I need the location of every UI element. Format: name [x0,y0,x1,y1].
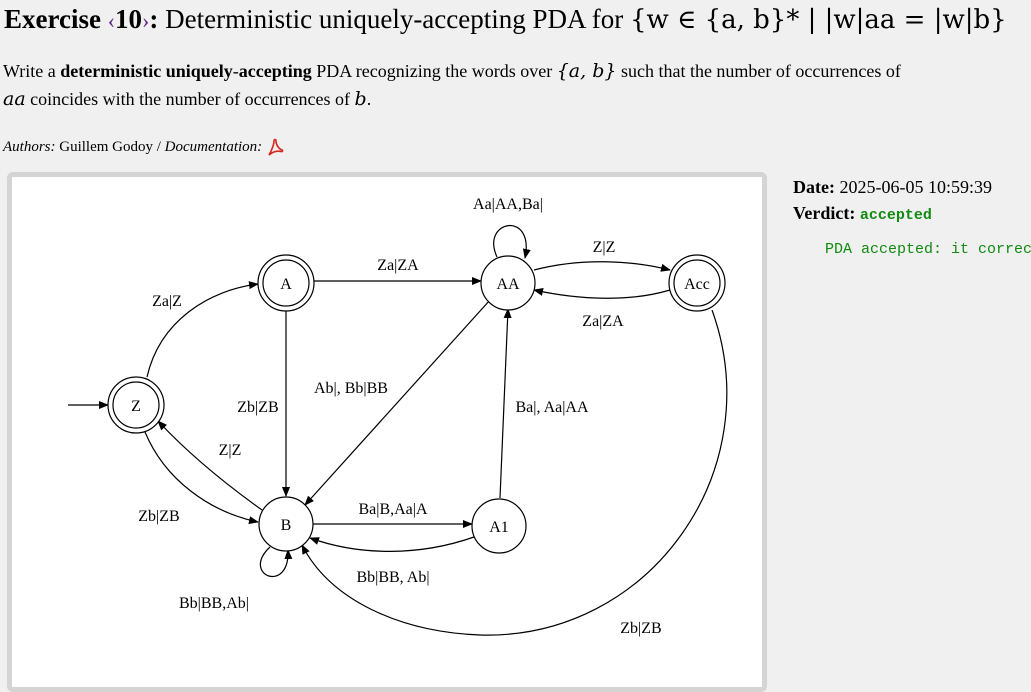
exercise-word: Exercise [4,4,101,34]
edge-z-b [144,431,259,525]
label-aa-loop: Aa|AA,Ba| [473,196,543,213]
label-acc-b: Zb|ZB [620,620,661,637]
state-label-b: B [281,517,292,534]
label-b-loop: Bb|BB,Ab| [179,595,249,612]
desc-bold: accepting [238,61,312,81]
edge-z-a [146,281,259,378]
desc-bold: deterministic uniquely [60,61,233,81]
exercise-number[interactable]: 10 [115,4,143,34]
state-label-a1: A1 [489,519,509,536]
exercise-description: Write a deterministic uniquely-accepting… [3,57,1013,113]
edge-aa-b [304,299,491,506]
label-b-a1: Ba|B,Aa|A [358,501,428,518]
edge-b-loop [259,546,293,578]
label-b-z: Z|Z [219,442,242,459]
verdict-row: Verdict: accepted [793,200,992,229]
pda-diagram-panel: Z A AA Acc B A1 Za|Z Za|ZA Aa|AA,Ba| Z|Z… [7,172,767,692]
state-label-aa: AA [496,276,520,293]
submission-info: Date: 2025-06-05 10:59:39 Verdict: accep… [793,174,992,229]
verdict-label: Verdict: [793,203,856,223]
desc-math: b [354,88,367,110]
authors-label: Authors: [3,139,56,155]
close-angle: › [142,8,150,33]
desc-text: PDA recognizing the words over [311,61,557,81]
authors-names: Guillem Godoy [59,139,153,155]
authors-separator: / [156,139,161,155]
state-a1 [471,498,527,554]
date-value: 2025-06-05 10:59:39 [839,177,992,197]
edge-b-z [157,420,263,511]
label-aa-acc: Z|Z [593,239,616,256]
edge-acc-b [301,309,728,636]
authors-line: Authors: Guillem Godoy / Documentation: [3,137,284,158]
date-label: Date: [793,177,835,197]
desc-math: aa [3,88,26,110]
label-z-a: Za|Z [152,293,182,310]
open-angle: ‹ [107,8,116,33]
desc-text: . [366,89,372,109]
state-a [257,254,315,312]
edge-a1-aa [499,308,512,499]
state-label-a: A [280,276,292,293]
title-text: Deterministic uniquely-accepting PDA for [165,4,624,34]
date-row: Date: 2025-06-05 10:59:39 [793,174,992,200]
label-a-aa: Za|ZA [377,257,419,274]
title-math: {w ∈ {a, b}* | |w|aa = |w|b} [630,5,1007,35]
label-a1-aa: Ba|, Aa|AA [515,399,589,416]
label-a1-b: Bb|BB, Ab| [356,569,429,586]
verdict-badge: accepted [859,207,932,224]
desc-text: Write a [3,61,61,81]
label-a-b: Zb|ZB [237,399,278,416]
edge-aa-loop [493,224,531,259]
documentation-label: Documentation: [164,139,263,155]
edge-acc-aa [533,288,671,299]
edge-aa-acc [533,261,671,272]
pda-diagram: Z A AA Acc B A1 Za|Z Za|ZA Aa|AA,Ba| Z|Z… [68,196,728,637]
label-z-b: Zb|ZB [138,508,179,525]
state-z [107,376,165,434]
desc-text: - [232,61,239,81]
label-aa-b: Ab|, Bb|BB [314,380,388,397]
state-aa [480,255,536,311]
desc-math: {a, b} [556,60,617,82]
verdict-message: PDA accepted: it correc [825,241,1031,258]
edge-a1-b [309,536,475,552]
page-title: Exercise ‹10›: Deterministic uniquely-ac… [4,0,1031,38]
desc-text: coincides with the number of occurrences… [25,89,355,109]
pdf-icon[interactable] [266,138,284,158]
state-acc [668,254,726,312]
state-label-acc: Acc [684,276,710,293]
state-label-z: Z [131,398,141,415]
label-acc-aa: Za|ZA [582,313,624,330]
state-b [258,496,314,552]
title-colon: : [149,4,159,34]
desc-text: such that the number of occurrences of [616,61,901,81]
